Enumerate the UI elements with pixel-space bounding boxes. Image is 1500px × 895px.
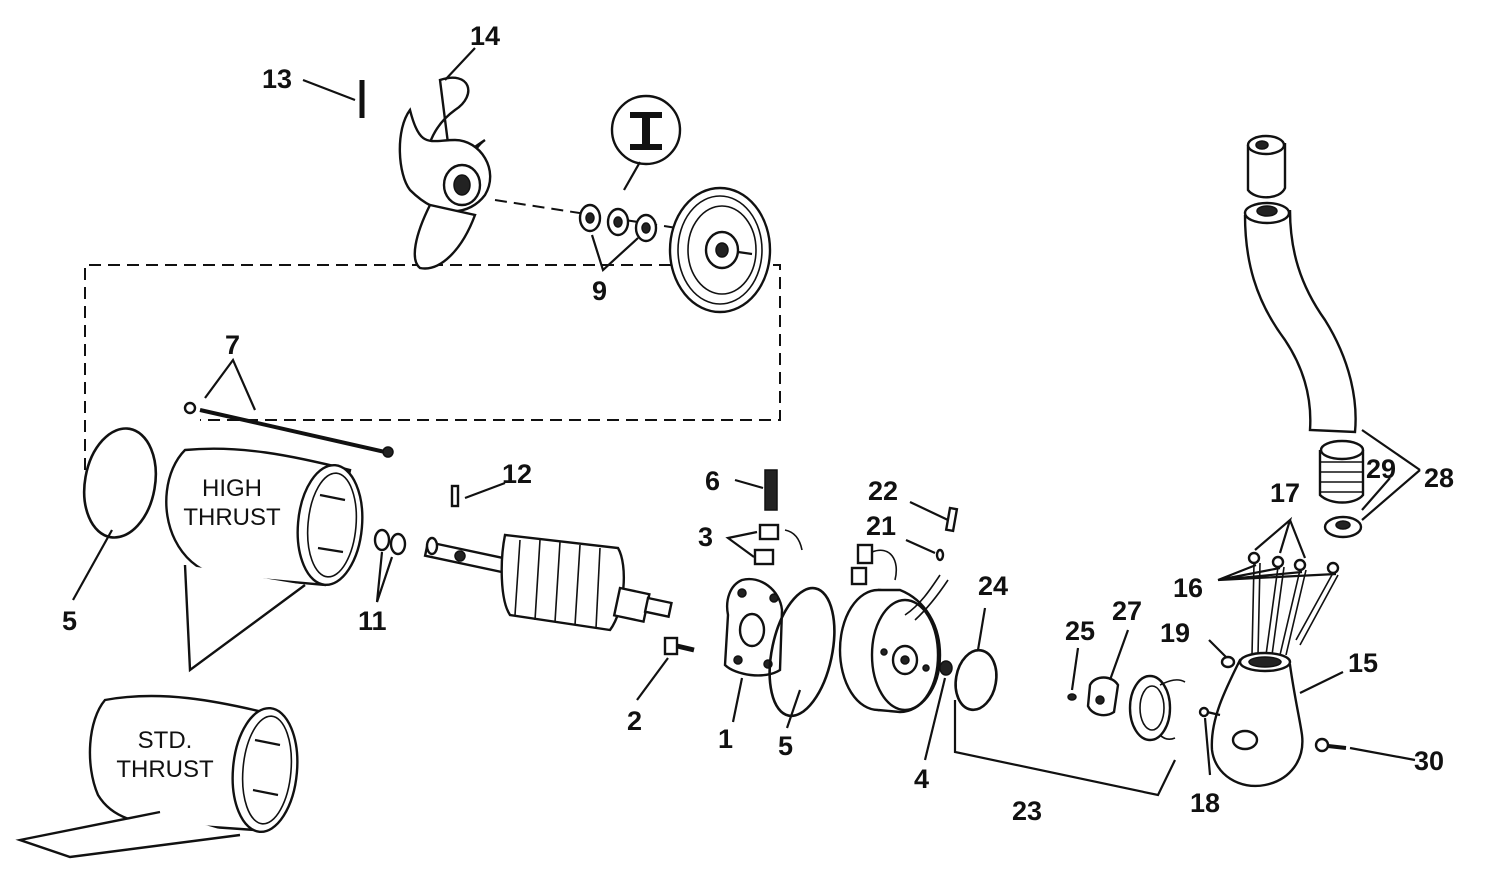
o-ring-right [768, 586, 836, 718]
screw [663, 636, 695, 656]
seal-kit-bracket [953, 700, 1176, 797]
callout-16: 16 [1173, 573, 1203, 603]
callout-6: 6 [705, 466, 720, 496]
front-end-cap [668, 186, 772, 314]
high-thrust-motor-housing: HIGH THRUST [165, 447, 364, 673]
callout-numbers: 13 14 9 7 5 11 12 6 3 2 1 5 22 21 24 4 2… [62, 21, 1454, 826]
lubricant-symbol-icon [610, 94, 682, 166]
threaded-collar [1318, 439, 1365, 504]
pin-21 [935, 548, 945, 562]
callout-28: 28 [1424, 463, 1454, 493]
callout-21: 21 [866, 511, 896, 541]
callout-12: 12 [502, 459, 532, 489]
brush-plate [723, 577, 784, 677]
std-thrust-label-line2: THRUST [116, 756, 214, 783]
rear-end-bell [838, 543, 949, 714]
callout-14: 14 [470, 21, 500, 51]
screw-25 [1067, 693, 1077, 701]
lower-housing-cover [1210, 651, 1304, 788]
leader-lines [72, 47, 1421, 776]
thru-bolts [183, 401, 394, 458]
high-thrust-label-line1: HIGH [202, 475, 262, 502]
std-thrust-label-line1: STD. [138, 727, 193, 754]
propeller [398, 76, 492, 270]
callout-19: 19 [1160, 618, 1190, 648]
plug-19 [1220, 655, 1236, 669]
callout-22: 22 [868, 476, 898, 506]
o-ring-24 [954, 648, 998, 712]
screw-18 [1198, 706, 1221, 718]
callout-18: 18 [1190, 788, 1220, 818]
armature [423, 533, 673, 632]
callout-24: 24 [978, 571, 1008, 601]
callout-2: 2 [627, 706, 642, 736]
callout-1: 1 [718, 724, 733, 754]
callout-9: 9 [592, 276, 607, 306]
callout-4: 4 [914, 764, 929, 794]
callout-13: 13 [262, 64, 292, 94]
nut [939, 660, 953, 676]
callout-15: 15 [1348, 648, 1378, 678]
std-thrust-motor-housing: STD. THRUST [15, 694, 299, 859]
seal-assembly [1086, 674, 1186, 742]
callout-23: 23 [1012, 796, 1042, 826]
screw-30 [1314, 737, 1347, 753]
washer-29 [1323, 515, 1363, 539]
callout-30: 30 [1414, 746, 1444, 776]
o-ring-left [82, 427, 158, 539]
callout-5-left: 5 [62, 606, 77, 636]
callout-11: 11 [358, 606, 387, 636]
callout-5-right: 5 [778, 731, 793, 761]
callout-25: 25 [1065, 616, 1095, 646]
callout-29: 29 [1366, 454, 1396, 484]
brushes [753, 523, 803, 566]
brush-spring [764, 469, 778, 511]
callout-7: 7 [225, 330, 240, 360]
callout-3: 3 [698, 522, 713, 552]
steering-tube [1243, 134, 1357, 434]
wire-terminals [1247, 551, 1340, 656]
armature-washers [373, 528, 407, 556]
high-thrust-label-line2: THRUST [183, 504, 281, 531]
thrust-washers [578, 203, 658, 243]
callout-17: 17 [1270, 478, 1300, 508]
callout-27: 27 [1112, 596, 1142, 626]
key [450, 484, 460, 508]
